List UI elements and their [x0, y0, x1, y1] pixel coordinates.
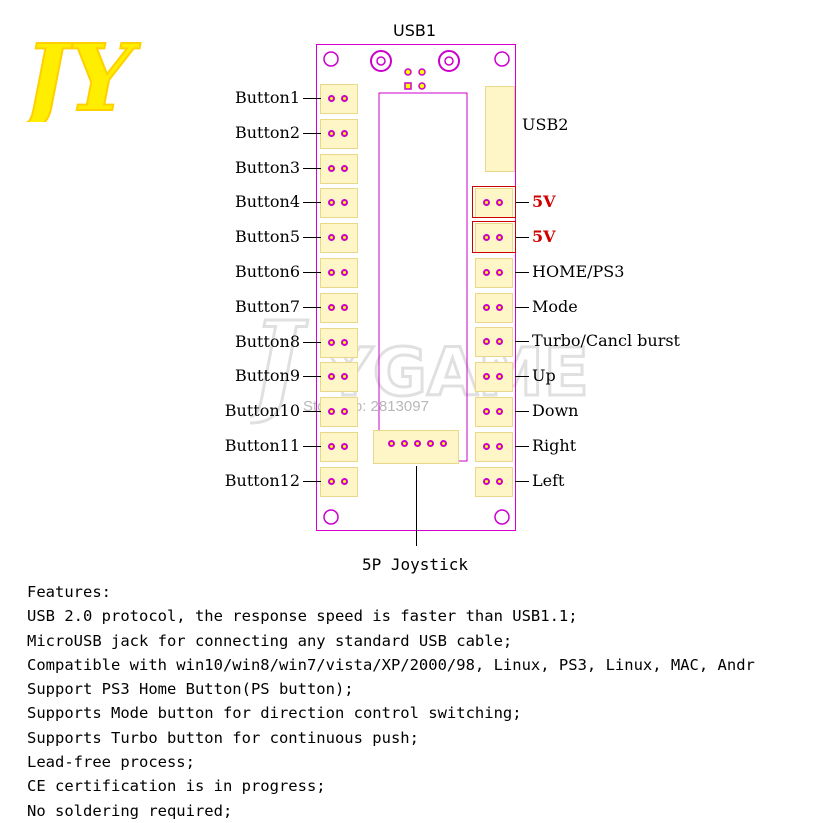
feature-item: USB 2.0 protocol, the response speed is …: [27, 607, 578, 626]
feature-item: No soldering required;: [27, 801, 233, 820]
right-label: Left: [532, 471, 565, 490]
button-connector: [320, 362, 358, 392]
button-leader-line: [303, 168, 321, 169]
button-connector: [320, 258, 358, 288]
feature-item: Compatible with win10/win8/win7/vista/XP…: [27, 655, 755, 674]
button-leader-line: [303, 133, 321, 134]
joystick-pin: [440, 440, 447, 447]
5v-connector-1-highlight: [472, 186, 516, 218]
button-leader-line: [303, 307, 321, 308]
button-leader-line: [303, 342, 321, 343]
feature-item: CE certification is in progress;: [27, 777, 326, 796]
5v-connector-2-highlight: [472, 221, 516, 253]
feature-item: Lead-free process;: [27, 753, 195, 772]
button-connector: [320, 467, 358, 497]
feature-item: Support PS3 Home Button(PS button);: [27, 680, 354, 699]
watermark-logo: J YGAME: [250, 300, 590, 428]
button-label: Button5: [234, 227, 300, 246]
button-label: Button9: [234, 366, 300, 385]
button-leader-line: [303, 411, 321, 412]
button-connector: [320, 293, 358, 323]
joystick-pin: [388, 440, 395, 447]
button-label: Button1: [234, 88, 300, 107]
right-leader-line: [515, 341, 529, 342]
button-connector: [320, 84, 358, 114]
right-label: HOME/PS3: [532, 262, 625, 281]
usb2-connector: [485, 86, 515, 172]
joystick-pin: [427, 440, 434, 447]
right-connector: [475, 223, 513, 253]
right-label: Mode: [532, 297, 578, 316]
svg-text:J: J: [250, 300, 308, 426]
button-label: Button7: [234, 297, 300, 316]
button-leader-line: [303, 98, 321, 99]
usb1-label: USB1: [393, 21, 437, 40]
button-leader-line: [303, 237, 321, 238]
features-heading: Features:: [27, 583, 111, 601]
joystick-leader-line: [416, 466, 417, 546]
usb2-label: USB2: [522, 115, 569, 134]
right-connector: [475, 258, 513, 288]
joystick-connector: [373, 430, 459, 464]
button-connector: [320, 328, 358, 358]
button-label: Button8: [234, 332, 300, 351]
button-leader-line: [303, 446, 321, 447]
svg-text:JY: JY: [22, 24, 142, 122]
right-label: 5V: [532, 227, 556, 246]
right-label: 5V: [532, 192, 556, 211]
right-leader-line: [515, 411, 529, 412]
button-connector: [320, 154, 358, 184]
feature-item: Supports Mode button for direction contr…: [27, 704, 522, 723]
jy-logo: JY: [22, 23, 143, 122]
button-label: Button6: [234, 262, 300, 281]
button-label: Button2: [234, 123, 300, 142]
svg-text:YGAME: YGAME: [324, 334, 589, 411]
button-connector: [320, 432, 358, 462]
right-leader-line: [515, 272, 529, 273]
right-connector: [475, 327, 513, 357]
button-connector: [320, 397, 358, 427]
button-leader-line: [303, 272, 321, 273]
right-connector: [475, 293, 513, 323]
button-label: Button10: [224, 401, 300, 420]
right-connector: [475, 362, 513, 392]
button-label: Button3: [234, 158, 300, 177]
button-label: Button11: [224, 436, 300, 455]
right-leader-line: [515, 307, 529, 308]
right-label: Right: [532, 436, 577, 455]
right-leader-line: [515, 376, 529, 377]
right-connector: [475, 188, 513, 218]
right-connector: [475, 397, 513, 427]
features-list: Features: USB 2.0 protocol, the response…: [27, 580, 755, 823]
right-connector: [475, 467, 513, 497]
right-label: Up: [532, 366, 556, 385]
joystick-label: 5P Joystick: [362, 555, 468, 574]
feature-item: Supports Turbo button for continuous pus…: [27, 728, 419, 747]
button-leader-line: [303, 376, 321, 377]
button-leader-line: [303, 202, 321, 203]
feature-item: MicroUSB jack for connecting any standar…: [27, 631, 513, 650]
right-leader-line: [515, 202, 529, 203]
joystick-pin: [414, 440, 421, 447]
button-connector: [320, 223, 358, 253]
button-leader-line: [303, 481, 321, 482]
right-connector: [475, 432, 513, 462]
button-label: Button4: [234, 192, 300, 211]
right-label: Down: [532, 401, 579, 420]
right-label: Turbo/Cancl burst: [532, 331, 680, 350]
joystick-pin: [401, 440, 408, 447]
right-leader-line: [515, 446, 529, 447]
right-leader-line: [515, 481, 529, 482]
right-leader-line: [515, 237, 529, 238]
button-label: Button12: [224, 471, 300, 490]
button-connector: [320, 188, 358, 218]
button-connector: [320, 119, 358, 149]
